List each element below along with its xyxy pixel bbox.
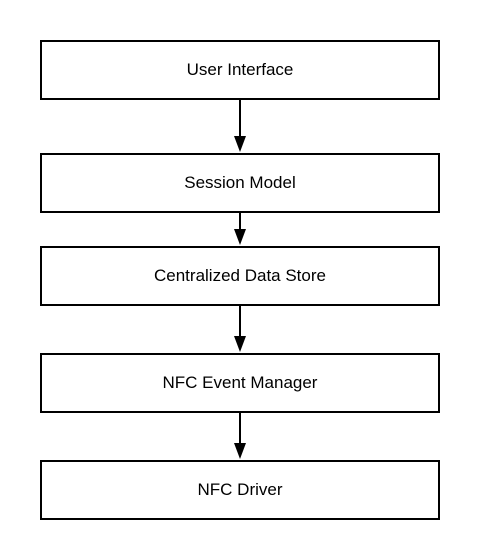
arrow-event-manager-to-driver (234, 413, 246, 459)
arrow-ui-to-session (234, 100, 246, 152)
arrow-session-to-datastore (234, 213, 246, 245)
node-label: NFC Event Manager (162, 373, 318, 392)
node-user-interface: User Interface (40, 40, 440, 100)
node-session-model: Session Model (40, 153, 440, 213)
node-label: Session Model (184, 173, 296, 192)
node-centralized-data-store: Centralized Data Store (40, 246, 440, 306)
node-label: Centralized Data Store (154, 266, 326, 285)
node-label: User Interface (186, 60, 294, 79)
node-nfc-event-manager: NFC Event Manager (40, 353, 440, 413)
arrow-datastore-to-event-manager (234, 306, 246, 352)
node-label: NFC Driver (197, 480, 283, 499)
node-nfc-driver: NFC Driver (40, 460, 440, 520)
